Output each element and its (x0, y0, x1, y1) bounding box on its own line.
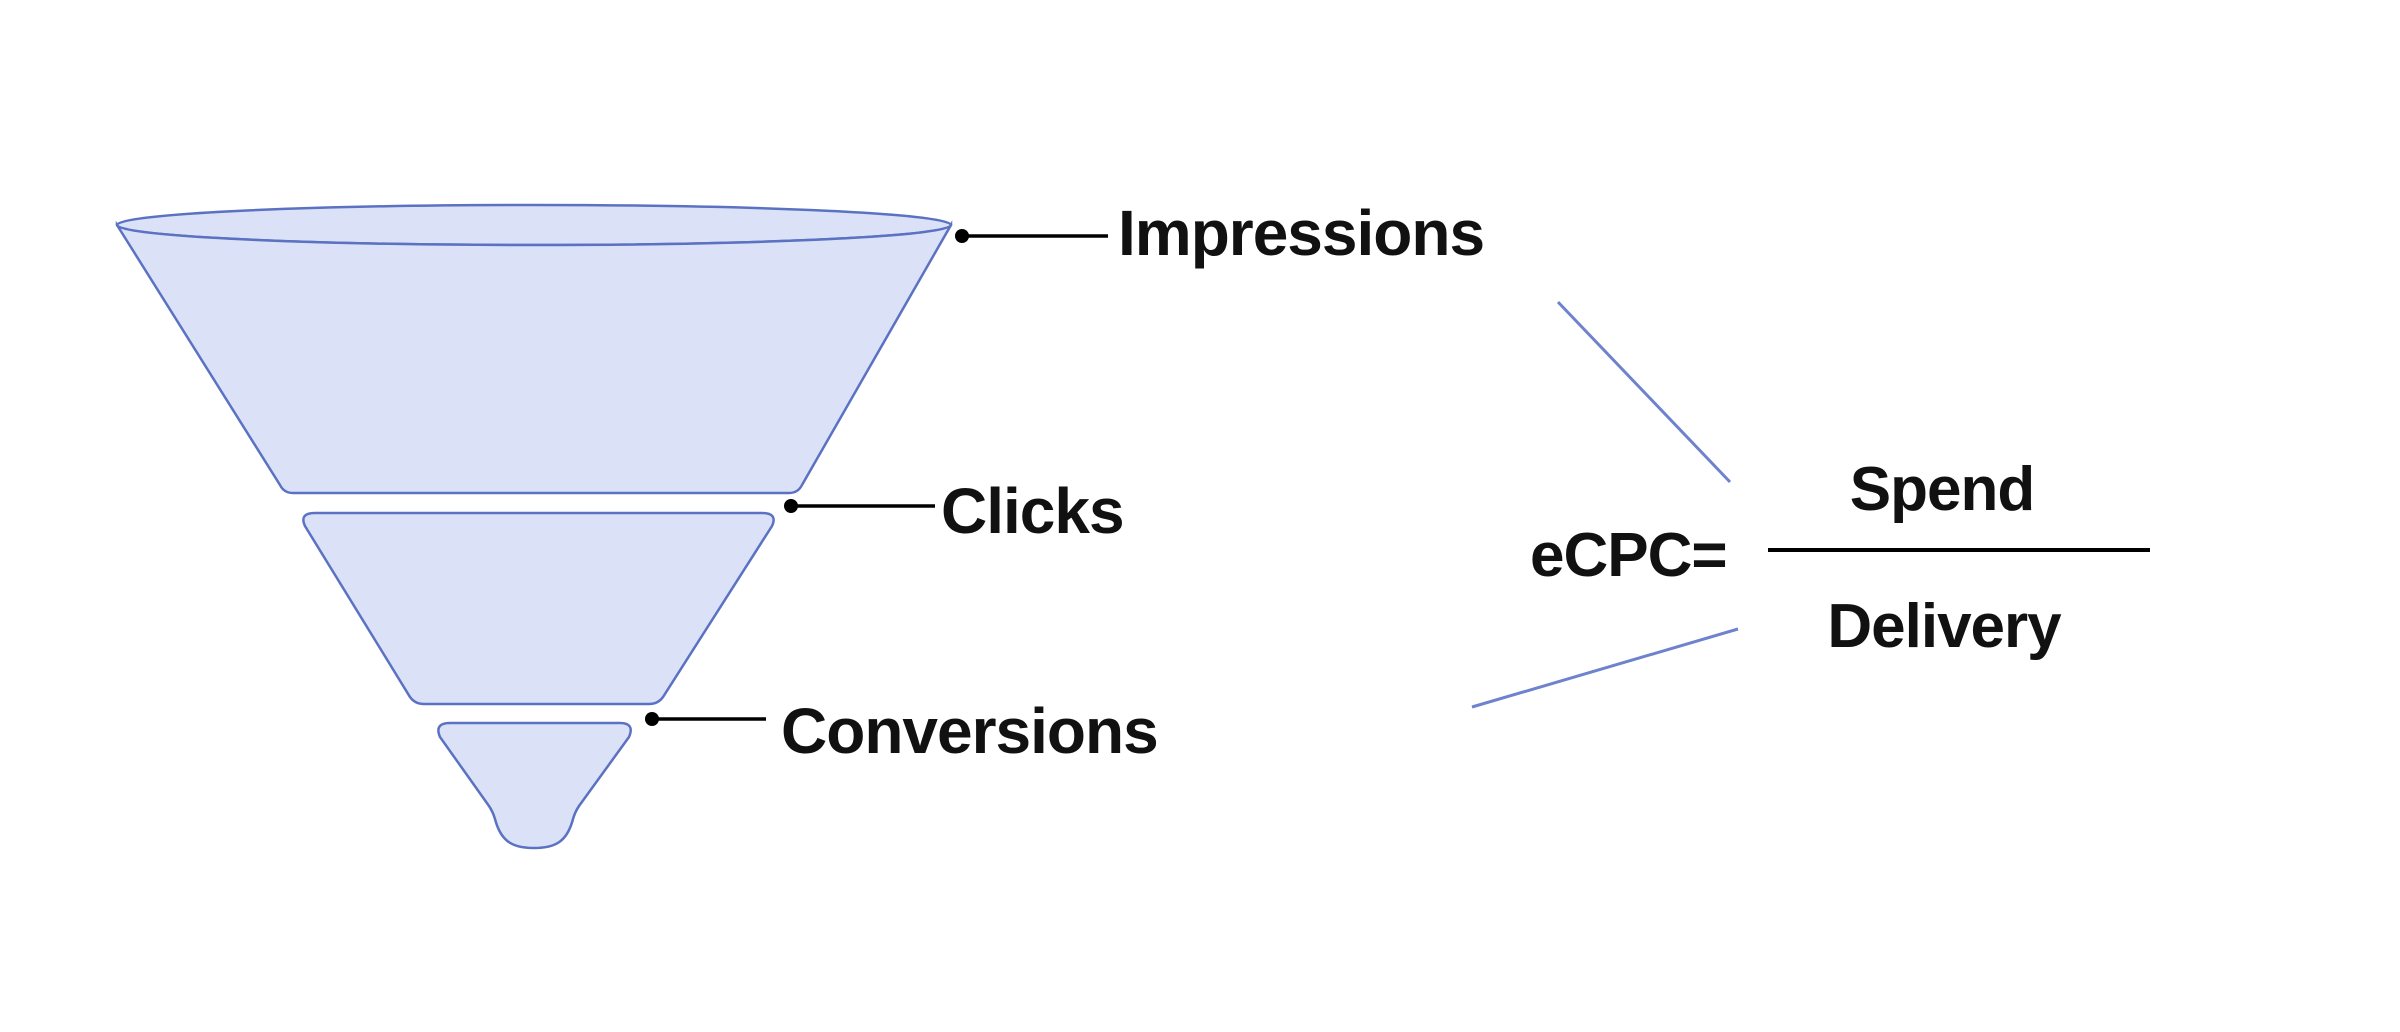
formula-denominator: Delivery (1827, 592, 2061, 661)
stage-label-impressions: Impressions (1118, 197, 1485, 269)
stage-label-conversions: Conversions (781, 695, 1159, 767)
formula-lhs: eCPC= (1530, 521, 1728, 590)
funnel-stage-clicks (302, 511, 775, 706)
funnel-stage-impressions (115, 220, 953, 495)
formula-pointer-line-upper (1556, 300, 1732, 484)
funnel-stage-conversions (437, 721, 632, 850)
formula-numerator: Spend (1849, 455, 2035, 524)
stage-label-clicks: Clicks (941, 475, 1125, 547)
formula-pointer-line-lower (1471, 627, 1739, 709)
